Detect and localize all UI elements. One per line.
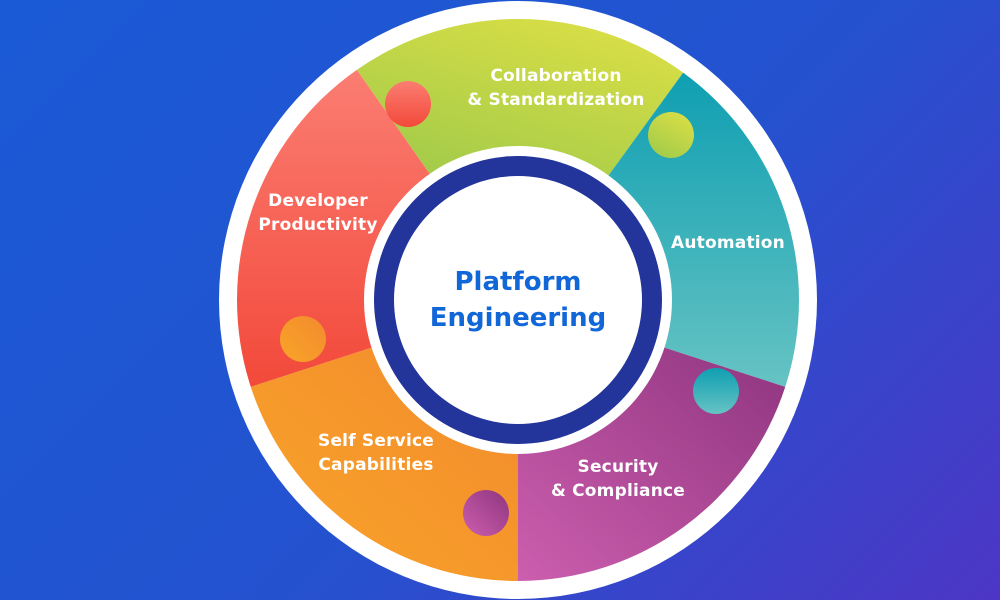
label-line: Automation (671, 233, 785, 253)
label-line: Self Service (318, 431, 434, 451)
center-title-line2: Engineering (429, 303, 607, 333)
label-security: Security & Compliance (551, 455, 685, 503)
puzzle-tab-security (463, 490, 509, 536)
label-line: Collaboration (490, 66, 622, 86)
label-collaboration: Collaboration & Standardization (467, 64, 644, 112)
segment-self-service (250, 346, 518, 581)
center-title: Platform Engineering (430, 264, 606, 336)
puzzle-tab-developer (385, 81, 431, 127)
label-line: & Compliance (550, 481, 686, 501)
label-line: Productivity (258, 215, 378, 235)
puzzle-tab-automation (693, 368, 739, 414)
label-line: Security (577, 457, 659, 477)
puzzle-tab-self-service (280, 316, 326, 362)
label-line: Developer (268, 191, 368, 211)
segment-developer (236, 69, 432, 387)
segment-automation (606, 72, 799, 387)
label-line: & Standardization (467, 90, 645, 110)
label-developer: Developer Productivity (258, 189, 377, 237)
label-self-service: Self Service Capabilities (318, 429, 434, 477)
label-automation: Automation (671, 231, 785, 255)
center-title-line1: Platform (454, 267, 582, 297)
label-line: Capabilities (318, 455, 434, 475)
segment-collaboration (356, 18, 684, 179)
center-white-disc (394, 176, 642, 424)
puzzle-tab-collaboration (648, 112, 694, 158)
